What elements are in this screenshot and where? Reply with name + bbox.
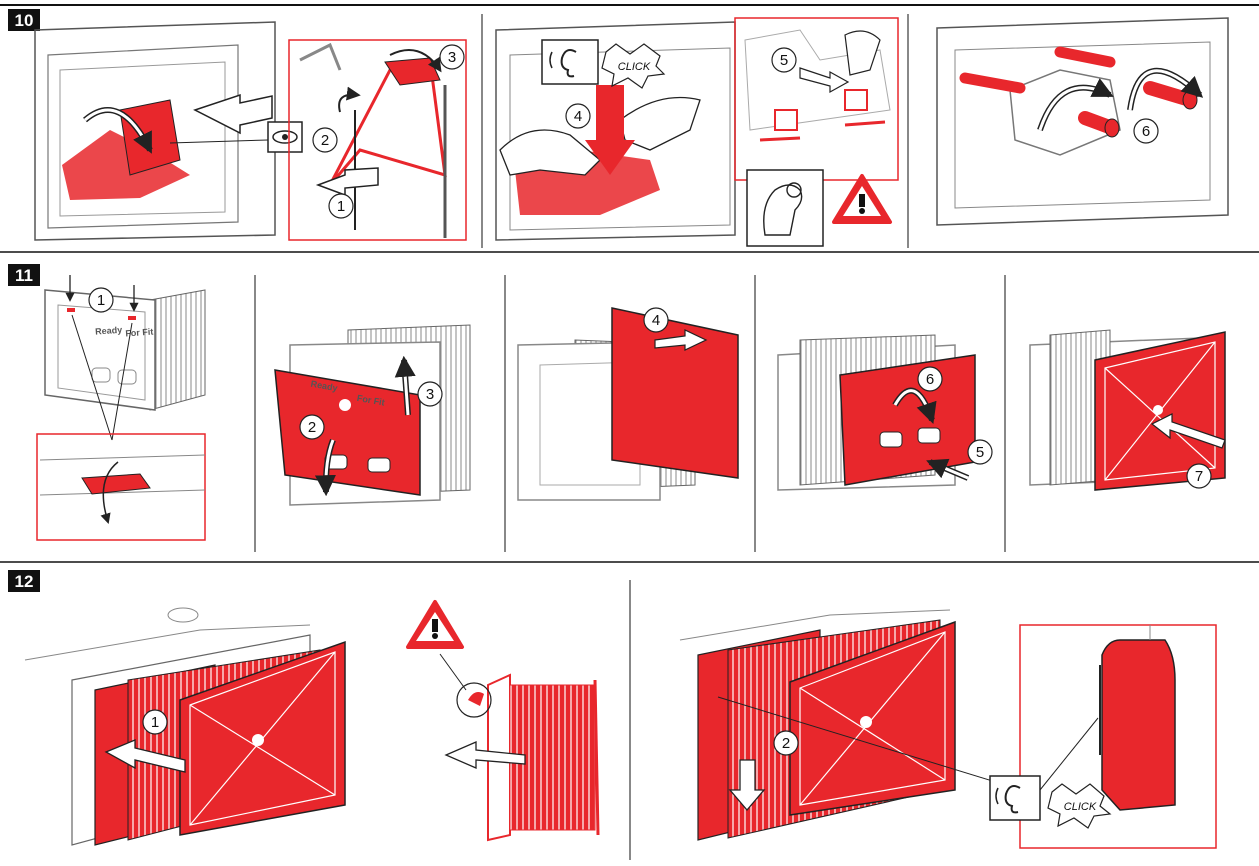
callout-5 [967,439,993,465]
panel-12-c: 2 CLICK [679,609,1217,849]
panel-12-b [406,600,600,842]
callout-2 [312,127,338,153]
callout-6 [1133,118,1159,144]
svg-text:Ready: Ready [95,325,123,337]
svg-text:Ready: Ready [310,379,338,394]
detail-frame [288,39,467,241]
svg-text:5: 5 [780,52,788,69]
panel-11-b: Ready For Fit 2 3 [274,324,471,506]
push-arrow-icon [193,93,273,135]
eye-icon [267,121,303,153]
step-badge-10 [8,9,40,31]
warning-icon [406,600,464,649]
svg-text:6: 6 [926,371,934,388]
panel-10-c: 6 [936,17,1229,226]
panel-11-e: 7 [1029,329,1226,491]
svg-text:3: 3 [426,386,434,403]
panel-10-a: 1 2 3 [34,21,467,241]
step-12: 12 1 [8,570,1217,860]
panel-10-b: CLICK 4 5 [495,17,899,247]
callout-3 [417,381,443,407]
svg-text:2: 2 [782,735,790,752]
detail-frame [1019,624,1217,849]
ear-icon [989,775,1041,821]
panel-12-a: 1 [24,607,346,846]
svg-text:1: 1 [97,292,105,309]
press-down-arrow [596,85,624,145]
step-badge-11 [8,264,40,286]
callout-4 [643,307,669,333]
step-number-12: 12 [15,572,34,591]
panel-11-c: 4 [517,307,739,501]
callout-3 [439,44,465,70]
callout-1 [142,709,168,735]
callout-1 [88,287,114,313]
svg-text:2: 2 [308,419,316,436]
warning-icon [832,174,892,224]
svg-text:6: 6 [1142,123,1150,140]
callout-4 [565,103,591,129]
panel-11-a: Ready For Fit 1 [36,275,206,541]
callout-1 [328,193,354,219]
ear-icon [541,39,599,85]
svg-text:5: 5 [976,444,984,461]
callout-7 [1186,463,1212,489]
callout-5 [771,47,797,73]
svg-text:1: 1 [337,198,345,215]
svg-text:7: 7 [1195,468,1203,485]
panel-11-d: 6 5 [777,334,993,491]
step-badge-12 [8,570,40,592]
svg-text:For Fit: For Fit [125,327,154,339]
svg-text:CLICK: CLICK [618,61,651,73]
step-10: 10 [0,4,1259,253]
svg-text:CLICK: CLICK [1064,801,1097,813]
click-burst [601,43,666,89]
svg-text:For Fit: For Fit [356,393,385,408]
svg-text:2: 2 [321,132,329,149]
svg-text:4: 4 [652,312,660,329]
step-number-10: 10 [15,11,34,30]
step-number-11: 11 [15,266,33,285]
svg-text:1: 1 [151,714,159,731]
callout-6 [917,366,943,392]
svg-text:3: 3 [448,49,456,66]
click-burst [1047,783,1112,829]
callout-2 [773,730,799,756]
step-11: 11 Ready For Fit 1 [0,264,1259,563]
rotate-arrow-icon [1038,78,1114,131]
hand-icon [746,169,824,247]
svg-text:4: 4 [574,108,582,125]
detail-frame [36,433,206,541]
callout-2 [299,414,325,440]
